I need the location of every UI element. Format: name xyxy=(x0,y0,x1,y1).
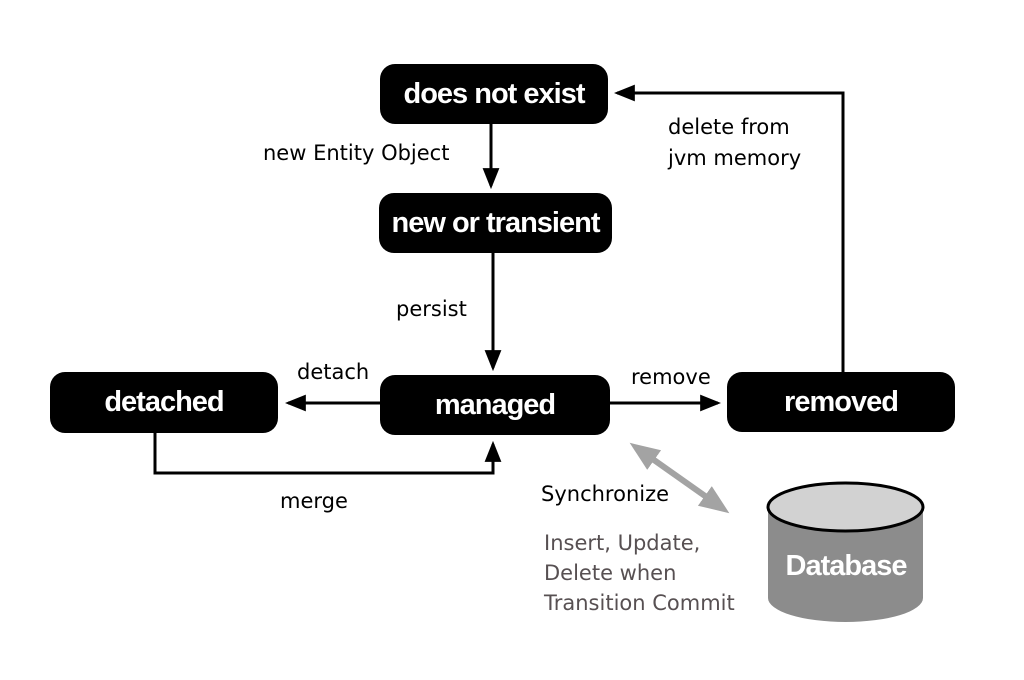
arrow-merge xyxy=(153,433,502,475)
database-cylinder xyxy=(766,481,925,622)
note-insert-update-delete: Insert, Update, Delete when Transition C… xyxy=(544,528,735,618)
label-delete-from-jvm: delete from jvm memory xyxy=(668,112,801,174)
note-line3: Transition Commit xyxy=(544,591,735,615)
label-persist: persist xyxy=(396,297,467,321)
state-managed: managed xyxy=(380,375,610,435)
state-detached: detached xyxy=(50,372,278,433)
state-does-not-exist: does not exist xyxy=(380,64,608,124)
note-line2: Delete when xyxy=(544,561,677,585)
label-delete-from-jvm-line2: jvm memory xyxy=(668,146,802,170)
label-delete-from-jvm-line1: delete from xyxy=(668,115,790,139)
label-remove: remove xyxy=(631,365,711,389)
label-synchronize: Synchronize xyxy=(541,482,670,506)
label-detach: detach xyxy=(297,360,370,384)
state-removed: removed xyxy=(727,372,955,432)
label-merge: merge xyxy=(280,489,348,513)
arrow-delete-from-jvm xyxy=(613,84,845,372)
state-new-or-transient: new or transient xyxy=(379,193,612,253)
note-line1: Insert, Update, xyxy=(544,531,701,555)
label-new-entity-object: new Entity Object xyxy=(263,141,450,165)
database-label: Database xyxy=(785,550,908,582)
arrow-synchronize xyxy=(629,442,730,514)
